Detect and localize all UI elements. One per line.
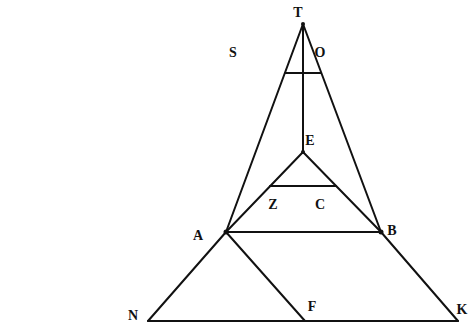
point-dot — [301, 22, 305, 26]
point-label: N — [128, 309, 138, 323]
point-label: A — [193, 229, 203, 243]
point-label: E — [305, 134, 314, 148]
point-label: B — [387, 224, 396, 238]
point-dot — [224, 230, 229, 235]
segment-ab — [226, 231, 381, 233]
point-label: C — [315, 198, 325, 212]
segment-zc — [270, 185, 336, 187]
segment-an — [148, 232, 226, 321]
segment-nk — [148, 320, 458, 322]
point-dot — [301, 150, 305, 154]
point-label: S — [229, 46, 237, 60]
segment-ea — [226, 152, 303, 232]
segment-te — [302, 24, 304, 152]
point-label: F — [308, 300, 317, 314]
segment-eb — [303, 152, 381, 232]
point-label: Z — [268, 198, 277, 212]
segment-so — [285, 72, 321, 74]
point-label: K — [457, 303, 468, 317]
segment-tb — [303, 24, 381, 232]
point-label: O — [315, 46, 326, 60]
point-dot — [379, 230, 384, 235]
point-label: T — [293, 6, 302, 20]
segment-bk — [381, 232, 458, 321]
segment-af — [226, 232, 305, 321]
segment-ta — [226, 24, 303, 232]
